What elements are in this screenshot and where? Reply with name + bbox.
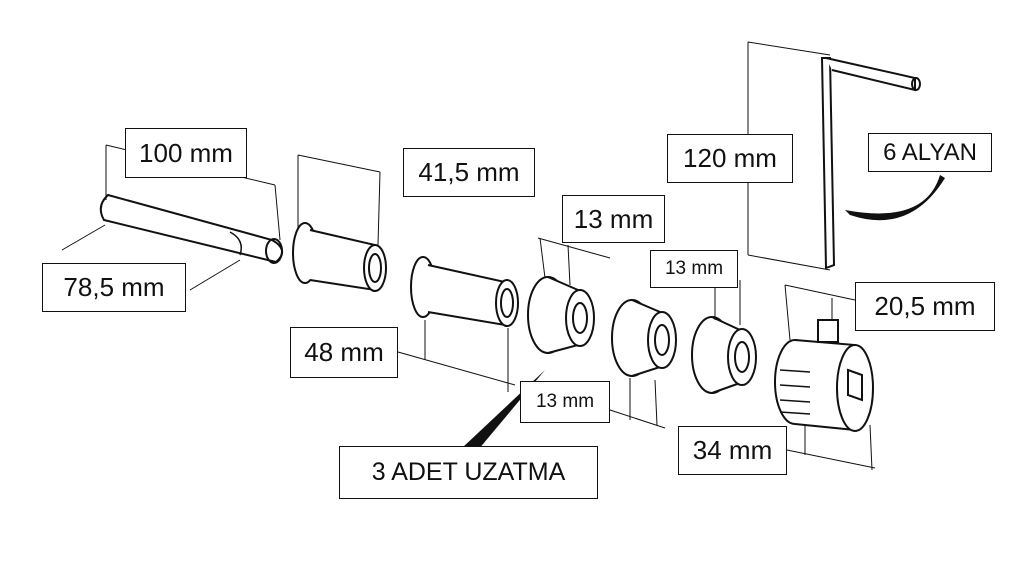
valve-body-part <box>774 319 874 432</box>
extension-ring-2 <box>611 299 677 377</box>
ring-2-label: 13 mm <box>520 381 610 423</box>
flange-pipe-part <box>292 222 387 292</box>
allen-type-label: 6 ALYAN <box>868 133 992 172</box>
rod-length-label: 100 mm <box>125 128 247 178</box>
ring-1-label: 13 mm <box>562 195 665 243</box>
extension-ring-3 <box>691 316 757 394</box>
extension-pipe-label: 48 mm <box>290 327 398 378</box>
ring-3-label: 13 mm <box>650 250 738 288</box>
allen-key-part <box>820 57 921 270</box>
rod-part <box>99 193 283 264</box>
allen-length-label: 120 mm <box>667 134 793 183</box>
rod-body-label: 78,5 mm <box>42 263 186 312</box>
body-label: 34 mm <box>678 426 787 475</box>
extension-ring-1 <box>527 276 595 354</box>
nozzle-label: 20,5 mm <box>855 282 995 331</box>
extension-pipe-part <box>410 256 519 327</box>
dimension-lines <box>61 41 876 471</box>
flange-pipe-label: 41,5 mm <box>403 148 535 197</box>
extensions-note-label: 3 ADET UZATMA <box>339 446 598 499</box>
rotation-arrow <box>845 175 945 221</box>
